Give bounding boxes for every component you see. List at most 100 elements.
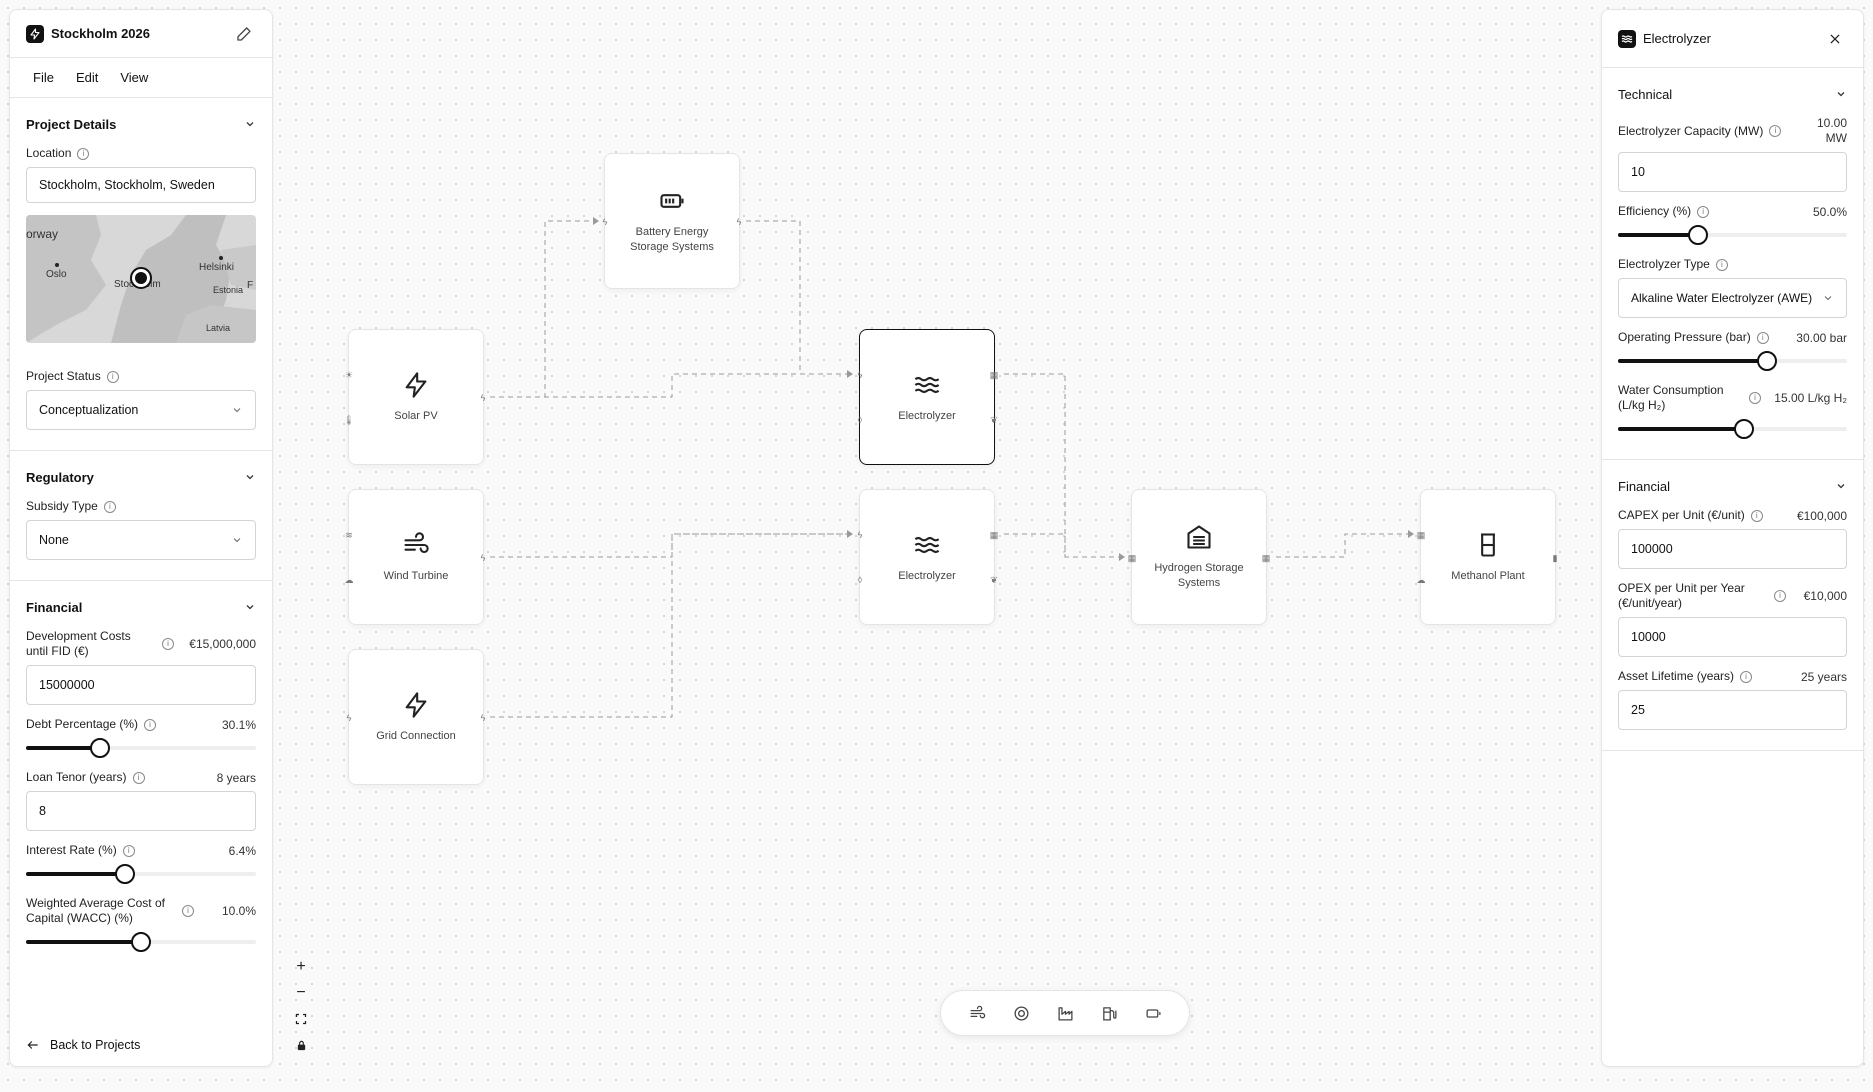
info-icon[interactable]: i	[1697, 205, 1710, 218]
port-bolt-icon[interactable]: ϟ	[857, 370, 863, 380]
info-icon[interactable]: i	[162, 638, 174, 650]
location-map[interactable]: orway Oslo Stockholm Helsinki Estonia La…	[26, 215, 256, 343]
wacc-slider[interactable]	[26, 932, 256, 952]
target-icon[interactable]	[1006, 998, 1036, 1028]
node-grid[interactable]: Grid Connection ϟ ϟ	[347, 649, 485, 785]
port-cloud-icon[interactable]: ☁	[1416, 574, 1426, 585]
regulatory-header[interactable]: Regulatory	[26, 463, 256, 491]
port-sun-icon[interactable]: ☀	[344, 369, 354, 380]
edge-solar-battery	[490, 220, 598, 398]
debt-display: 30.1%	[221, 717, 256, 732]
wacc-label: Weighted Average Cost of Capital (WACC) …	[26, 896, 194, 926]
node-battery[interactable]: Battery Energy Storage Systems ϟ ϟ	[603, 153, 741, 289]
info-icon[interactable]: i	[1774, 590, 1786, 602]
interest-slider[interactable]	[26, 864, 256, 884]
port-cloud-icon[interactable]: ☁	[344, 574, 354, 585]
electrolyzer-type-select[interactable]: Alkaline Water Electrolyzer (AWE)	[1618, 278, 1847, 318]
info-icon[interactable]: i	[144, 718, 157, 731]
node-label: Wind Turbine	[383, 569, 449, 582]
info-icon[interactable]: i	[106, 370, 119, 383]
technical-header[interactable]: Technical	[1618, 80, 1847, 108]
subsidy-type-select[interactable]: None	[26, 520, 256, 560]
info-icon[interactable]: i	[1715, 258, 1728, 271]
minus-icon[interactable]: −	[296, 984, 306, 1001]
location-input[interactable]	[26, 167, 256, 203]
port-hydrogen-icon[interactable]: ▦	[1416, 529, 1426, 540]
port-bolt-icon[interactable]: ϟ	[736, 217, 742, 227]
node-wind[interactable]: Wind Turbine ≋ ☁ ϟ	[345, 489, 485, 625]
lock-icon[interactable]	[288, 1035, 314, 1055]
port-leaf-icon[interactable]: ❦	[990, 574, 998, 585]
financial-header-right[interactable]: Financial	[1618, 472, 1847, 500]
pencil-icon[interactable]	[232, 22, 256, 46]
port-wind-icon[interactable]: ≋	[345, 529, 353, 540]
port-leaf-icon[interactable]: ❦	[990, 414, 998, 425]
port-hydrogen-icon[interactable]: ▦	[1261, 552, 1271, 563]
info-icon[interactable]: i	[1756, 331, 1769, 344]
project-details-header[interactable]: Project Details	[26, 110, 256, 138]
port-water-drop-icon[interactable]: ◊	[857, 415, 863, 425]
section-title: Financial	[26, 599, 83, 615]
menu-file[interactable]: File	[33, 70, 54, 85]
water-slider[interactable]	[1618, 419, 1847, 439]
port-hydrogen-icon[interactable]: ▦	[989, 529, 999, 540]
fit-view-icon[interactable]	[288, 1009, 314, 1029]
project-status-select[interactable]: Conceptualization	[26, 390, 256, 430]
factory-icon[interactable]	[1050, 998, 1080, 1028]
pressure-slider[interactable]	[1618, 351, 1847, 371]
port-hydrogen-icon[interactable]: ▦	[1127, 552, 1137, 563]
debt-slider[interactable]	[26, 738, 256, 758]
port-bolt-icon[interactable]: ϟ	[480, 713, 486, 723]
back-to-projects-link[interactable]: Back to Projects	[26, 1038, 140, 1052]
capacity-input[interactable]	[1618, 152, 1847, 192]
node-electrolyzer-1[interactable]: Electrolyzer ϟ ◊ ▦ ❦	[858, 329, 998, 465]
info-icon[interactable]: i	[77, 147, 90, 160]
loan-tenor-input[interactable]	[26, 791, 256, 831]
node-hydrogen-storage[interactable]: Hydrogen Storage Systems ▦ ▦	[1128, 489, 1270, 625]
port-bolt-icon[interactable]: ϟ	[480, 393, 486, 403]
info-icon[interactable]: i	[132, 771, 145, 784]
port-bolt-icon[interactable]: ϟ	[857, 530, 863, 540]
plus-icon[interactable]: +	[296, 958, 306, 975]
efficiency-display: 50.0%	[1812, 204, 1847, 219]
fuel-pump-icon[interactable]	[1094, 998, 1124, 1028]
slider-thumb[interactable]	[114, 864, 135, 884]
slider-thumb[interactable]	[1756, 351, 1777, 371]
info-icon[interactable]: i	[1749, 392, 1761, 404]
dev-costs-input[interactable]	[26, 665, 256, 705]
port-fuel-icon[interactable]: ▮	[1552, 552, 1558, 563]
lifetime-input[interactable]	[1618, 690, 1847, 730]
info-icon[interactable]: i	[103, 500, 116, 513]
efficiency-label: Efficiency (%)i	[1618, 204, 1710, 219]
info-icon[interactable]: i	[122, 844, 135, 857]
opex-input[interactable]	[1618, 617, 1847, 657]
menu-view[interactable]: View	[120, 70, 149, 85]
node-methanol[interactable]: Methanol Plant ▦ ☁ ▮	[1417, 489, 1557, 625]
slider-thumb[interactable]	[89, 738, 110, 758]
menu-edit[interactable]: Edit	[75, 70, 99, 85]
node-solar[interactable]: Solar PV ☀ 🌡︎ ϟ	[343, 329, 485, 465]
waves-logo-icon	[1618, 29, 1636, 48]
slider-thumb[interactable]	[131, 932, 151, 952]
efficiency-slider[interactable]	[1618, 225, 1847, 245]
capex-input[interactable]	[1618, 529, 1847, 569]
port-hydrogen-icon[interactable]: ▦	[989, 369, 999, 380]
node-electrolyzer-2[interactable]: Electrolyzer ϟ ◊ ▦ ❦	[858, 489, 998, 625]
slider-thumb[interactable]	[1733, 419, 1754, 439]
battery-icon[interactable]	[1138, 998, 1168, 1028]
financial-header-left[interactable]: Financial	[26, 593, 256, 621]
technical-section: Technical Electrolyzer Capacity (MW)i 10…	[1602, 68, 1863, 460]
slider-thumb[interactable]	[1688, 225, 1709, 245]
port-temperature-icon[interactable]: 🌡︎	[343, 414, 355, 425]
info-icon[interactable]: i	[1750, 509, 1763, 522]
wind-icon[interactable]	[962, 998, 992, 1028]
info-icon[interactable]: i	[182, 905, 194, 917]
info-icon[interactable]: i	[1740, 670, 1753, 683]
port-bolt-icon[interactable]: ϟ	[480, 553, 486, 563]
port-water-drop-icon[interactable]: ◊	[857, 575, 863, 585]
port-bolt-icon[interactable]: ϟ	[602, 217, 608, 227]
port-bolt-icon[interactable]: ϟ	[346, 713, 352, 723]
info-icon[interactable]: i	[1769, 125, 1782, 137]
close-icon[interactable]	[1823, 27, 1847, 51]
